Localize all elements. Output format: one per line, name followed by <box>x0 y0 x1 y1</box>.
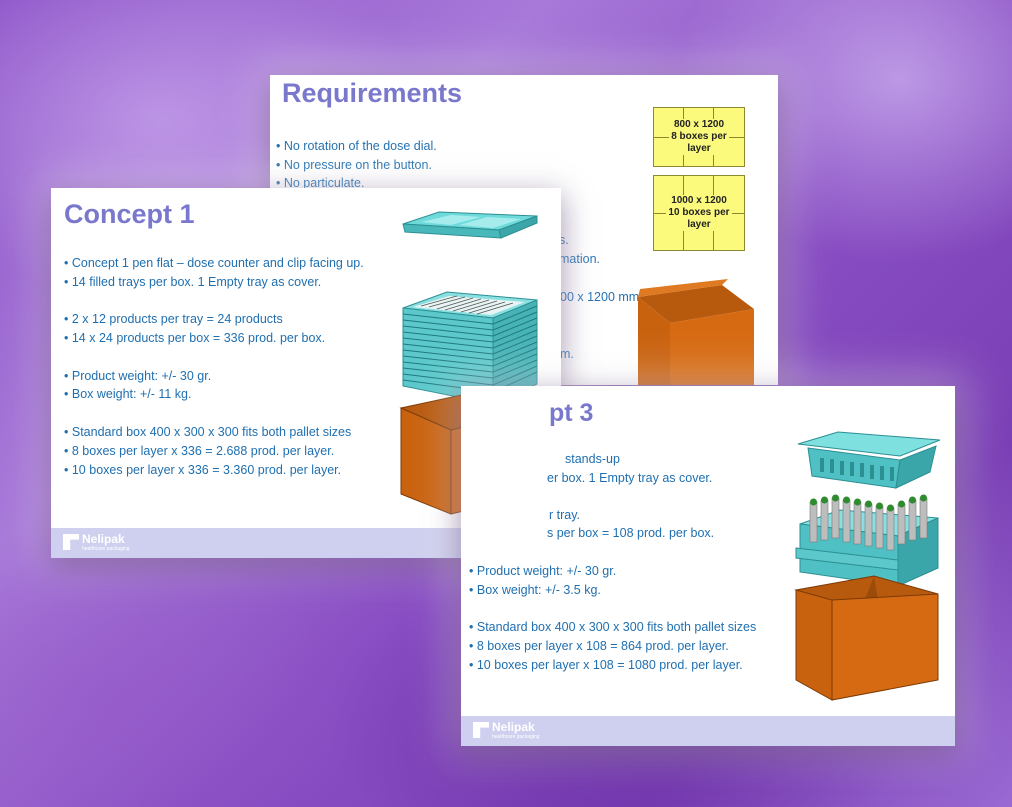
requirements-bullet-list: No rotation of the dose dial. No pressur… <box>276 137 437 193</box>
tray-stack-image <box>402 291 538 405</box>
nelipak-logo: Nelipak healthcare packaging <box>473 721 540 740</box>
partial-text: r tray. <box>549 508 581 522</box>
list-item: 14 x 24 products per box = 336 prod. per… <box>64 329 364 348</box>
list-item: Standard box 400 x 300 x 300 fits both p… <box>469 618 756 637</box>
pallet-diagram-1000x1200: 1000 x 1200 10 boxes per layer <box>653 175 745 251</box>
partial-text: s per box = 108 prod. per box. <box>547 526 715 540</box>
pallet-label: 1000 x 1200 10 boxes per layer <box>666 195 732 231</box>
nelipak-logo-icon <box>473 722 489 738</box>
partial-text: mation. <box>559 252 600 266</box>
partial-text: m. <box>560 347 574 361</box>
logo-tagline: healthcare packaging <box>492 734 540 740</box>
list-item: No pressure on the button. <box>276 156 437 175</box>
list-item: No rotation of the dose dial. <box>276 137 437 156</box>
slide-title: Concept 1 <box>64 199 195 229</box>
list-item: Product weight: +/- 30 gr. <box>469 562 756 581</box>
partial-text: s. <box>559 233 569 247</box>
concept1-bullet-list: Concept 1 pen flat – dose counter and cl… <box>64 254 364 479</box>
list-item: No particulate. <box>276 174 437 193</box>
pallet-diagram-800x1200: 800 x 1200 8 boxes per layer <box>653 107 745 167</box>
list-item: 14 filled trays per box. 1 Empty tray as… <box>64 273 364 292</box>
nelipak-logo: Nelipak healthcare packaging <box>63 533 130 552</box>
concept3-bullet-list: Product weight: +/- 30 gr. Box weight: +… <box>469 562 756 674</box>
slide-title: Requirements <box>282 78 463 108</box>
nelipak-logo-icon <box>63 534 79 550</box>
list-item: 8 boxes per layer x 108 = 864 prod. per … <box>469 637 756 656</box>
empty-tray-cover-image <box>402 211 538 239</box>
partial-text: er box. 1 Empty tray as cover. <box>547 471 713 485</box>
list-item: 10 boxes per layer x 336 = 3.360 prod. p… <box>64 461 364 480</box>
logo-name: Nelipak <box>492 720 535 734</box>
slide-title-partial: pt 3 <box>549 399 594 427</box>
filled-tray-image <box>795 494 939 587</box>
list-item: 2 x 12 products per tray = 24 products <box>64 310 364 329</box>
list-item: Box weight: +/- 11 kg. <box>64 385 364 404</box>
list-item: 10 boxes per layer x 108 = 1080 prod. pe… <box>469 656 756 675</box>
logo-tagline: healthcare packaging <box>82 546 130 552</box>
slide-concept-3: pt 3 stands-up er box. 1 Empty tray as c… <box>461 386 955 746</box>
slide-footer: Nelipak healthcare packaging <box>461 716 955 746</box>
logo-name: Nelipak <box>82 532 125 546</box>
pallet-label: 800 x 1200 8 boxes per layer <box>669 119 729 155</box>
list-item: Product weight: +/- 30 gr. <box>64 367 364 386</box>
open-box-image <box>638 279 754 385</box>
open-box-image <box>794 575 939 701</box>
list-item: Box weight: +/- 3.5 kg. <box>469 581 756 600</box>
list-item: 8 boxes per layer x 336 = 2.688 prod. pe… <box>64 442 364 461</box>
list-item: Standard box 400 x 300 x 300 fits both p… <box>64 423 364 442</box>
partial-text: stands-up <box>565 452 620 466</box>
list-item: Concept 1 pen flat – dose counter and cl… <box>64 254 364 273</box>
partial-text: 00 x 1200 mm. <box>560 290 643 304</box>
empty-tray-cover-image <box>797 431 941 489</box>
